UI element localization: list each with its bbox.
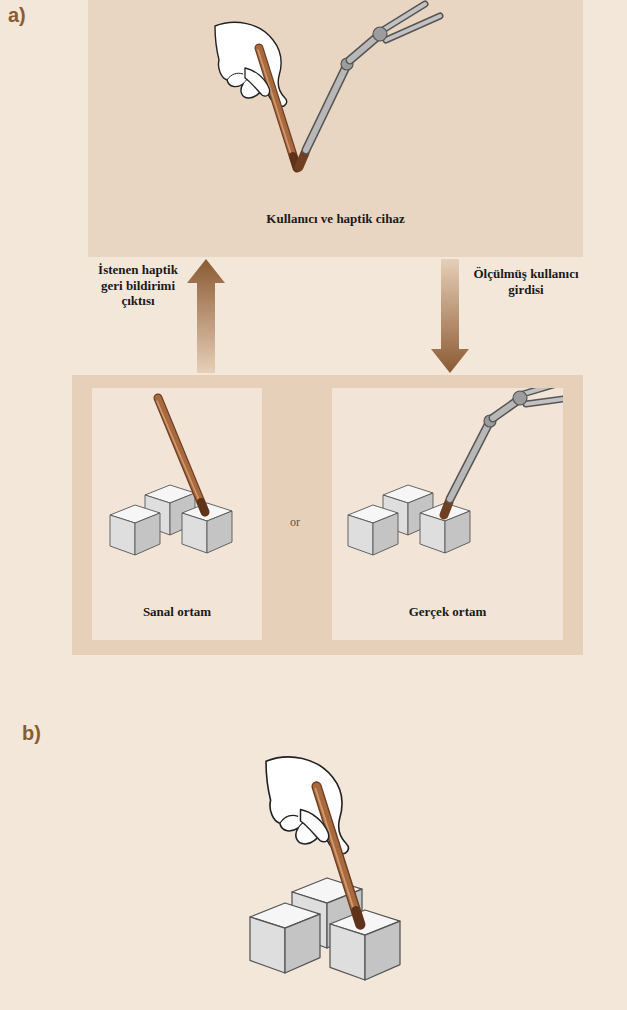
panel-caption: Kullanıcı ve haptik cihaz xyxy=(266,211,404,227)
cube xyxy=(182,503,232,553)
virtual-environment-panel: Sanal ortam xyxy=(92,388,262,640)
panel-caption: Sanal ortam xyxy=(143,604,211,620)
subfigure-label: a) xyxy=(8,4,26,27)
arrow-label: İstenen haptik geri bildirimi çıktısı xyxy=(92,262,184,309)
cube xyxy=(348,505,398,555)
panel-caption: Gerçek ortam xyxy=(409,604,487,620)
virtual-scene xyxy=(92,388,262,640)
real-environment-panel: Gerçek ortam xyxy=(332,388,563,640)
hand-with-pen xyxy=(266,757,360,925)
device-panel: Kullanıcı ve haptik cihaz xyxy=(88,0,583,257)
subfigure-label: b) xyxy=(22,722,41,745)
arrow-label: Ölçülmüş kullanıcı girdisi xyxy=(471,266,581,297)
robot-arm xyxy=(444,388,563,515)
connector-word: or xyxy=(290,515,300,530)
hand-with-pen xyxy=(215,22,297,168)
cube xyxy=(420,503,470,553)
cube xyxy=(110,505,160,555)
environment-frame: or Sanal ortam xyxy=(72,375,583,655)
real-scene xyxy=(332,388,563,640)
flow-arrow xyxy=(187,259,225,373)
virtual-pen xyxy=(157,398,205,512)
cube xyxy=(250,903,320,973)
cube xyxy=(330,910,400,980)
flow-arrow xyxy=(431,259,469,373)
haptic-device xyxy=(299,4,440,167)
